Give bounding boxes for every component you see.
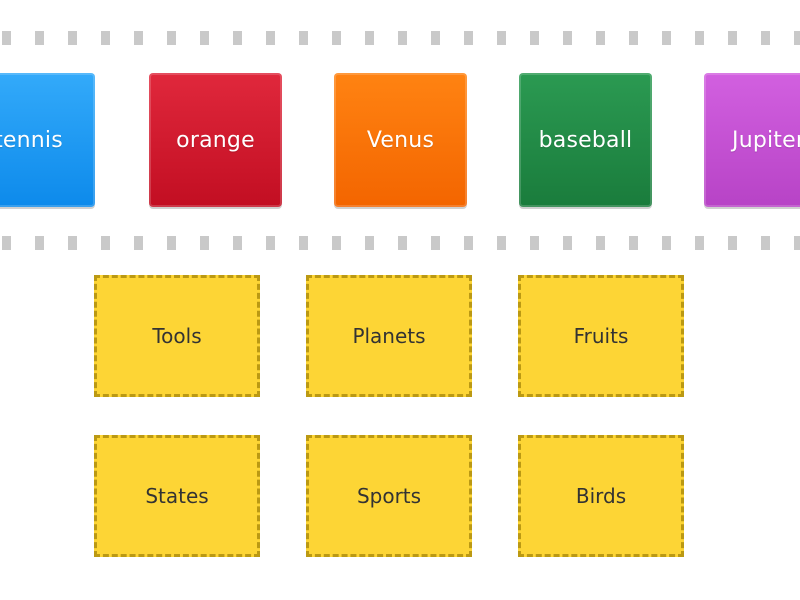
drop-target-states[interactable]: States: [94, 435, 260, 557]
drop-target-label: States: [145, 484, 209, 508]
drop-target-birds[interactable]: Birds: [518, 435, 684, 557]
drop-target-label: Tools: [152, 324, 202, 348]
card-track: tennis orange Venus baseball Jupiter: [0, 0, 800, 260]
card-jupiter[interactable]: Jupiter: [704, 73, 800, 207]
drop-target-label: Sports: [356, 484, 422, 508]
card-tennis[interactable]: tennis: [0, 73, 95, 207]
drop-target-label: Planets: [352, 324, 426, 348]
card-track-rail-bottom: [0, 236, 800, 250]
drop-target-tools[interactable]: Tools: [94, 275, 260, 397]
drop-target-sports[interactable]: Sports: [306, 435, 472, 557]
card-track-rail-top: [0, 31, 800, 45]
card-label: tennis: [0, 127, 63, 153]
drop-target-label: Fruits: [573, 324, 629, 348]
drop-target-fruits[interactable]: Fruits: [518, 275, 684, 397]
card-label: Jupiter: [732, 127, 800, 153]
card-orange[interactable]: orange: [149, 73, 282, 207]
card-baseball[interactable]: baseball: [519, 73, 652, 207]
drop-target-label: Birds: [575, 484, 627, 508]
card-label: Venus: [366, 127, 435, 153]
card-venus[interactable]: Venus: [334, 73, 467, 207]
card-label: baseball: [538, 127, 633, 153]
card-label: orange: [176, 127, 255, 153]
drop-target-planets[interactable]: Planets: [306, 275, 472, 397]
